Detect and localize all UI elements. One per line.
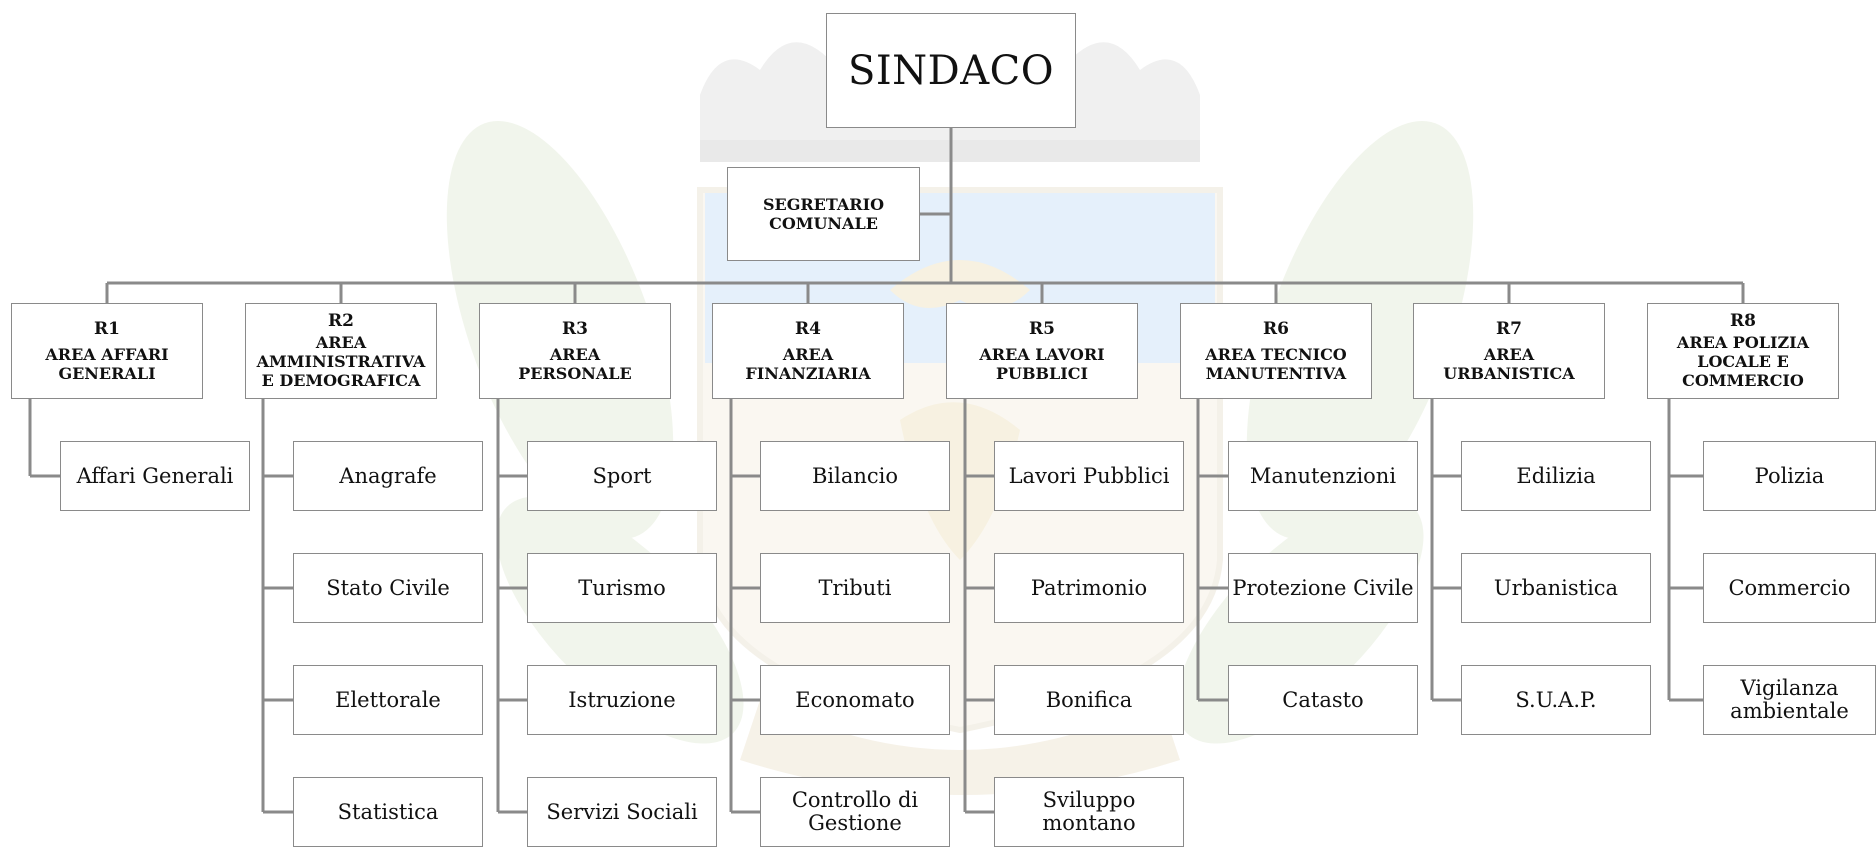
service-box: Sviluppo montano [994, 777, 1184, 847]
service-label: Manutenzioni [1249, 463, 1397, 488]
service-label: Edilizia [1516, 463, 1596, 488]
area-title: AREA AMMINISTRATIVA E DEMOGRAFICA [256, 333, 426, 390]
service-box: Servizi Sociali [527, 777, 717, 847]
service-label: Vigilanza ambientale [1730, 676, 1849, 723]
mayor-box: SINDACO [826, 13, 1076, 128]
area-title: AREA FINANZIARIA [745, 344, 871, 383]
area-code: R4 [795, 318, 821, 339]
area-title: AREA POLIZIA LOCALE E COMMERCIO [1676, 333, 1810, 390]
service-box: Bonifica [994, 665, 1184, 735]
area-code: R2 [328, 311, 354, 331]
ribbon-icon [740, 700, 1180, 795]
service-box: Bilancio [760, 441, 950, 511]
area-code: R6 [1263, 318, 1289, 339]
service-box: Affari Generali [60, 441, 250, 511]
service-label: Bilancio [811, 463, 899, 488]
service-label: Economato [795, 687, 915, 712]
secretary-label: SEGRETARIO COMUNALE [762, 195, 885, 233]
service-label: Sviluppo montano [1042, 788, 1136, 835]
service-box: Controllo di Gestione [760, 777, 950, 847]
service-label: Istruzione [568, 687, 676, 712]
service-box: Commercio [1703, 553, 1876, 623]
area-code: R5 [1029, 318, 1055, 339]
service-box: S.U.A.P. [1461, 665, 1651, 735]
service-box: Elettorale [293, 665, 483, 735]
area-code: R8 [1730, 311, 1756, 331]
area-title: AREA LAVORI PUBBLICI [979, 344, 1105, 383]
secretary-box: SEGRETARIO COMUNALE [727, 167, 920, 261]
service-label: Statistica [337, 799, 439, 824]
service-box: Polizia [1703, 441, 1876, 511]
service-label: Elettorale [335, 687, 441, 712]
area-title: AREA TECNICO MANUTENTIVA [1205, 344, 1347, 383]
service-box: Istruzione [527, 665, 717, 735]
service-label: Patrimonio [1030, 575, 1148, 600]
service-label: Anagrafe [339, 463, 437, 488]
service-box: Protezione Civile [1228, 553, 1418, 623]
service-label: Turismo [578, 575, 666, 600]
service-label: Polizia [1754, 463, 1825, 488]
service-label: Stato Civile [326, 575, 450, 600]
service-label: Commercio [1728, 575, 1851, 600]
service-box: Statistica [293, 777, 483, 847]
area-title: AREA AFFARI GENERALI [45, 344, 169, 383]
service-box: Catasto [1228, 665, 1418, 735]
service-label: Servizi Sociali [546, 799, 698, 824]
service-label: Catasto [1282, 687, 1364, 712]
service-box: Stato Civile [293, 553, 483, 623]
area-title: AREA URBANISTICA [1443, 344, 1575, 383]
service-box: Vigilanza ambientale [1703, 665, 1876, 735]
service-box: Turismo [527, 553, 717, 623]
service-box: Lavori Pubblici [994, 441, 1184, 511]
area-code: R7 [1496, 318, 1522, 339]
mayor-label: SINDACO [847, 47, 1055, 94]
service-box: Manutenzioni [1228, 441, 1418, 511]
service-label: Controllo di Gestione [791, 788, 919, 835]
service-box: Urbanistica [1461, 553, 1651, 623]
service-label: Sport [592, 463, 652, 488]
service-box: Economato [760, 665, 950, 735]
service-box: Anagrafe [293, 441, 483, 511]
service-box: Sport [527, 441, 717, 511]
service-label: Urbanistica [1493, 575, 1619, 600]
service-label: Protezione Civile [1232, 575, 1414, 600]
service-label: Lavori Pubblici [1008, 463, 1170, 488]
area-code: R1 [94, 318, 120, 339]
service-label: Affari Generali [76, 463, 234, 488]
service-box: Patrimonio [994, 553, 1184, 623]
area-code: R3 [562, 318, 588, 339]
area-title: AREA PERSONALE [518, 344, 632, 383]
service-label: S.U.A.P. [1515, 687, 1597, 712]
service-box: Edilizia [1461, 441, 1651, 511]
service-label: Tributi [818, 575, 892, 600]
service-box: Tributi [760, 553, 950, 623]
service-label: Bonifica [1045, 687, 1133, 712]
